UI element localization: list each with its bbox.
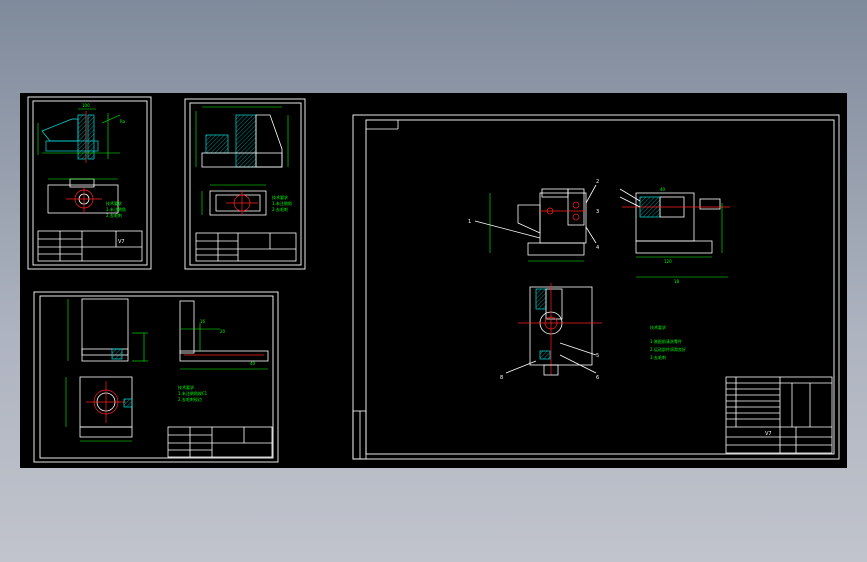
assembly-front-view: 1 2 3 4 (468, 179, 599, 262)
svg-text:8: 8 (500, 375, 503, 381)
cad-drawing-canvas[interactable]: 100 Ra 技术要求 1.未注倒角 2.去毛刺 V7 (20, 93, 847, 468)
svg-text:技术要求: 技术要求 (650, 324, 666, 330)
svg-text:技术要求: 技术要求 (178, 384, 194, 390)
svg-text:100: 100 (82, 103, 90, 108)
sheet-bottom-left[interactable]: 16 20 40 技术要求 1.未注倒角按C1 2.去毛刺锐边 (33, 291, 279, 463)
svg-text:40: 40 (250, 361, 256, 366)
sheet-top-left[interactable]: 100 Ra 技术要求 1.未注倒角 2.去毛刺 V7 (27, 96, 152, 270)
svg-text:2.去毛刺: 2.去毛刺 (272, 206, 288, 212)
svg-text:1.装配前清洗零件: 1.装配前清洗零件 (650, 338, 682, 344)
svg-text:16: 16 (200, 319, 206, 324)
svg-text:技术要求: 技术要求 (106, 200, 122, 206)
svg-text:20: 20 (220, 329, 226, 334)
assembly-side-view: 40 120 18 (619, 187, 730, 284)
svg-text:120: 120 (664, 259, 672, 264)
title-block: V7 (725, 376, 833, 454)
svg-text:1.未注倒角按C1: 1.未注倒角按C1 (178, 390, 208, 396)
svg-text:6: 6 (596, 375, 599, 381)
svg-text:V7: V7 (118, 239, 125, 245)
svg-text:5: 5 (596, 353, 599, 359)
assembly-top-view: 5 6 8 技术要求 1.装配前清洗零件 2.运动部件润滑良好 3.去毛刺 (500, 283, 686, 381)
svg-text:2.去毛刺锐边: 2.去毛刺锐边 (178, 396, 202, 402)
cad-drawing: 100 Ra 技术要求 1.未注倒角 2.去毛刺 V7 (27, 96, 840, 463)
svg-text:40: 40 (660, 187, 666, 192)
sheet-main-assembly[interactable]: 1 2 3 4 40 120 18 (352, 114, 840, 460)
svg-text:4: 4 (596, 245, 599, 251)
svg-text:V7: V7 (765, 431, 772, 437)
sheet-top-middle[interactable]: 技术要求 1.未注倒角 2.去毛刺 (184, 98, 306, 270)
svg-text:1: 1 (468, 219, 471, 225)
svg-text:18: 18 (674, 279, 680, 284)
svg-text:3.去毛刺: 3.去毛刺 (650, 354, 666, 360)
svg-text:2: 2 (596, 179, 599, 185)
svg-text:技术要求: 技术要求 (272, 194, 288, 200)
svg-text:1.未注倒角: 1.未注倒角 (272, 200, 292, 206)
svg-text:3: 3 (596, 209, 599, 215)
svg-text:2.运动部件润滑良好: 2.运动部件润滑良好 (650, 346, 686, 352)
svg-text:Ra: Ra (120, 119, 126, 124)
svg-text:2.去毛刺: 2.去毛刺 (106, 212, 122, 218)
svg-text:1.未注倒角: 1.未注倒角 (106, 206, 126, 212)
